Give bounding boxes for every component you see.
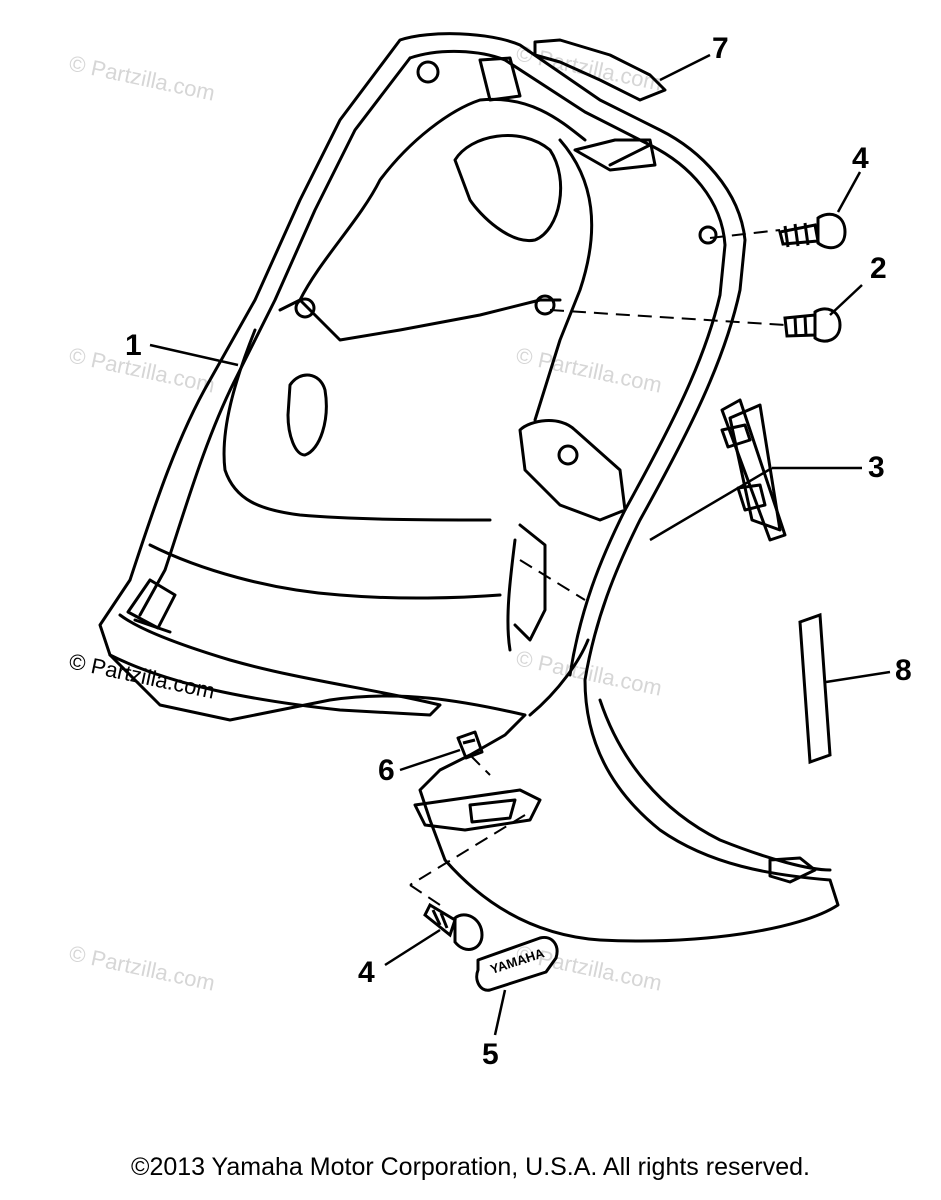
callout-7: 7 <box>712 32 729 65</box>
callout-8: 8 <box>895 654 912 687</box>
watermark-dark: © Partzilla.com <box>67 648 217 703</box>
part-8-decal <box>798 612 832 765</box>
leader-lines <box>149 53 891 1036</box>
callout-6: 6 <box>378 754 395 787</box>
watermark: © Partzilla.com <box>67 342 217 397</box>
callout-4-lower: 4 <box>358 956 375 989</box>
part-7-strip <box>478 38 667 102</box>
part-4-screw-upper <box>778 212 847 250</box>
part-6-clip <box>456 730 484 760</box>
callout-labels: 1 2 3 4 4 5 6 7 8 <box>125 32 912 1071</box>
callout-3: 3 <box>868 451 885 484</box>
watermark: © Partzilla.com <box>67 940 217 995</box>
watermark: © Partzilla.com <box>67 50 217 105</box>
leg-shield-diagram: © Partzilla.com © Partzilla.com © Partzi… <box>67 32 912 1071</box>
part-4-screw-lower <box>423 902 484 951</box>
mounting-holes <box>294 60 718 466</box>
part-3-bracket <box>720 398 787 542</box>
callout-2: 2 <box>870 252 887 285</box>
part-1-leg-shield <box>98 32 840 943</box>
callout-4-upper: 4 <box>852 142 869 175</box>
alignment-lines <box>409 229 786 906</box>
part-2-bolt <box>783 307 842 343</box>
watermark: © Partzilla.com <box>514 342 664 397</box>
callout-1: 1 <box>125 329 142 362</box>
callout-5: 5 <box>482 1038 499 1071</box>
copyright-notice: ©2013 Yamaha Motor Corporation, U.S.A. A… <box>131 1153 810 1181</box>
